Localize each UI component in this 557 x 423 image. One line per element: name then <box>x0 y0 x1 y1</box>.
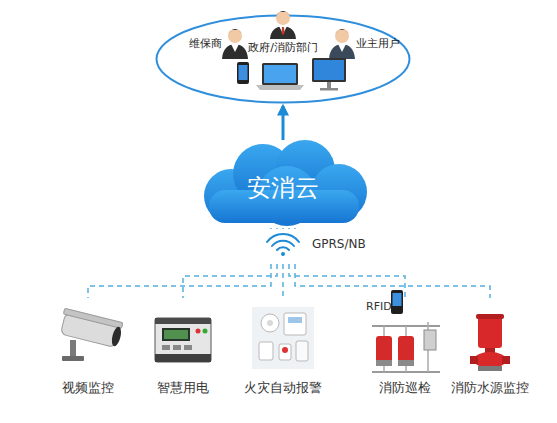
device-node: 消防水源监控 <box>440 298 540 398</box>
device-label: 消防水源监控 <box>451 381 529 395</box>
fire-alarm-icon <box>252 307 314 369</box>
wireless-symbol <box>267 234 299 256</box>
power-meter-icon <box>155 318 211 362</box>
pump-station-icon <box>372 322 440 372</box>
device-node: 火灾自动报警 <box>233 298 333 398</box>
wireless-link <box>289 228 405 298</box>
wireless-link <box>183 228 277 298</box>
device-label: 消防巡检 <box>379 381 431 395</box>
wireless-link <box>295 228 490 298</box>
wireless-link <box>282 228 284 298</box>
wireless-link <box>88 228 271 298</box>
role-label: 政府/消防部门 <box>248 42 318 54</box>
cloud-title: 安消云 <box>247 175 319 201</box>
camera-icon <box>58 308 123 361</box>
device-label: 智慧用电 <box>157 381 209 395</box>
role-label: 维保商 <box>189 38 222 50</box>
cloud-platform: 安消云 <box>183 138 383 228</box>
device-label: 火灾自动报警 <box>244 381 322 395</box>
ellipse-outline <box>155 14 411 104</box>
user-group-ellipse: 维保商 政府/消防部门 业主用户 <box>155 14 411 104</box>
device-node: 视频监控 <box>38 298 138 398</box>
device-label: 视频监控 <box>62 381 114 395</box>
uplink-arrow <box>282 106 285 140</box>
water-pump-icon <box>470 314 510 371</box>
rfid-label: RFID <box>366 301 392 313</box>
role-label: 业主用户 <box>356 38 400 50</box>
network-label: GPRS/NB <box>312 238 366 251</box>
device-node: 智慧用电 <box>133 298 233 398</box>
handheld-reader-icon <box>391 290 403 314</box>
